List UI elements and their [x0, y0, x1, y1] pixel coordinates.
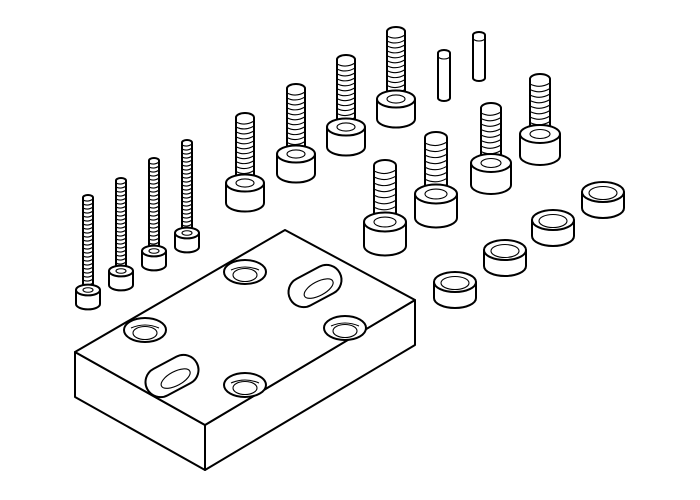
- counterbore-hole: [223, 259, 267, 285]
- socket-head-screw: [108, 177, 134, 292]
- counterbore-hole: [323, 315, 367, 341]
- oblong-slot: [144, 353, 200, 399]
- oblong-slot: [287, 263, 343, 309]
- counterbore-hole: [223, 372, 267, 398]
- socket-head-screw: [326, 54, 366, 157]
- socket-head-screw: [519, 73, 561, 166]
- dowel-pin: [472, 31, 486, 82]
- socket-head-screw: [376, 26, 416, 129]
- socket-head-screw: [414, 131, 458, 229]
- socket-head-screw: [363, 159, 407, 257]
- socket-head-screw: [174, 139, 200, 254]
- socket-head-screw: [470, 102, 512, 195]
- socket-head-screw: [225, 112, 265, 213]
- centering-sleeve: [531, 209, 575, 247]
- counterbore-hole: [123, 317, 167, 343]
- dowel-pin: [437, 49, 451, 102]
- adapter-plate: [74, 229, 416, 471]
- socket-head-screw: [141, 157, 167, 272]
- socket-head-screw: [276, 83, 316, 184]
- centering-sleeve: [581, 181, 625, 219]
- socket-head-screw: [75, 194, 101, 311]
- centering-sleeve: [433, 271, 477, 309]
- centering-sleeve: [483, 239, 527, 277]
